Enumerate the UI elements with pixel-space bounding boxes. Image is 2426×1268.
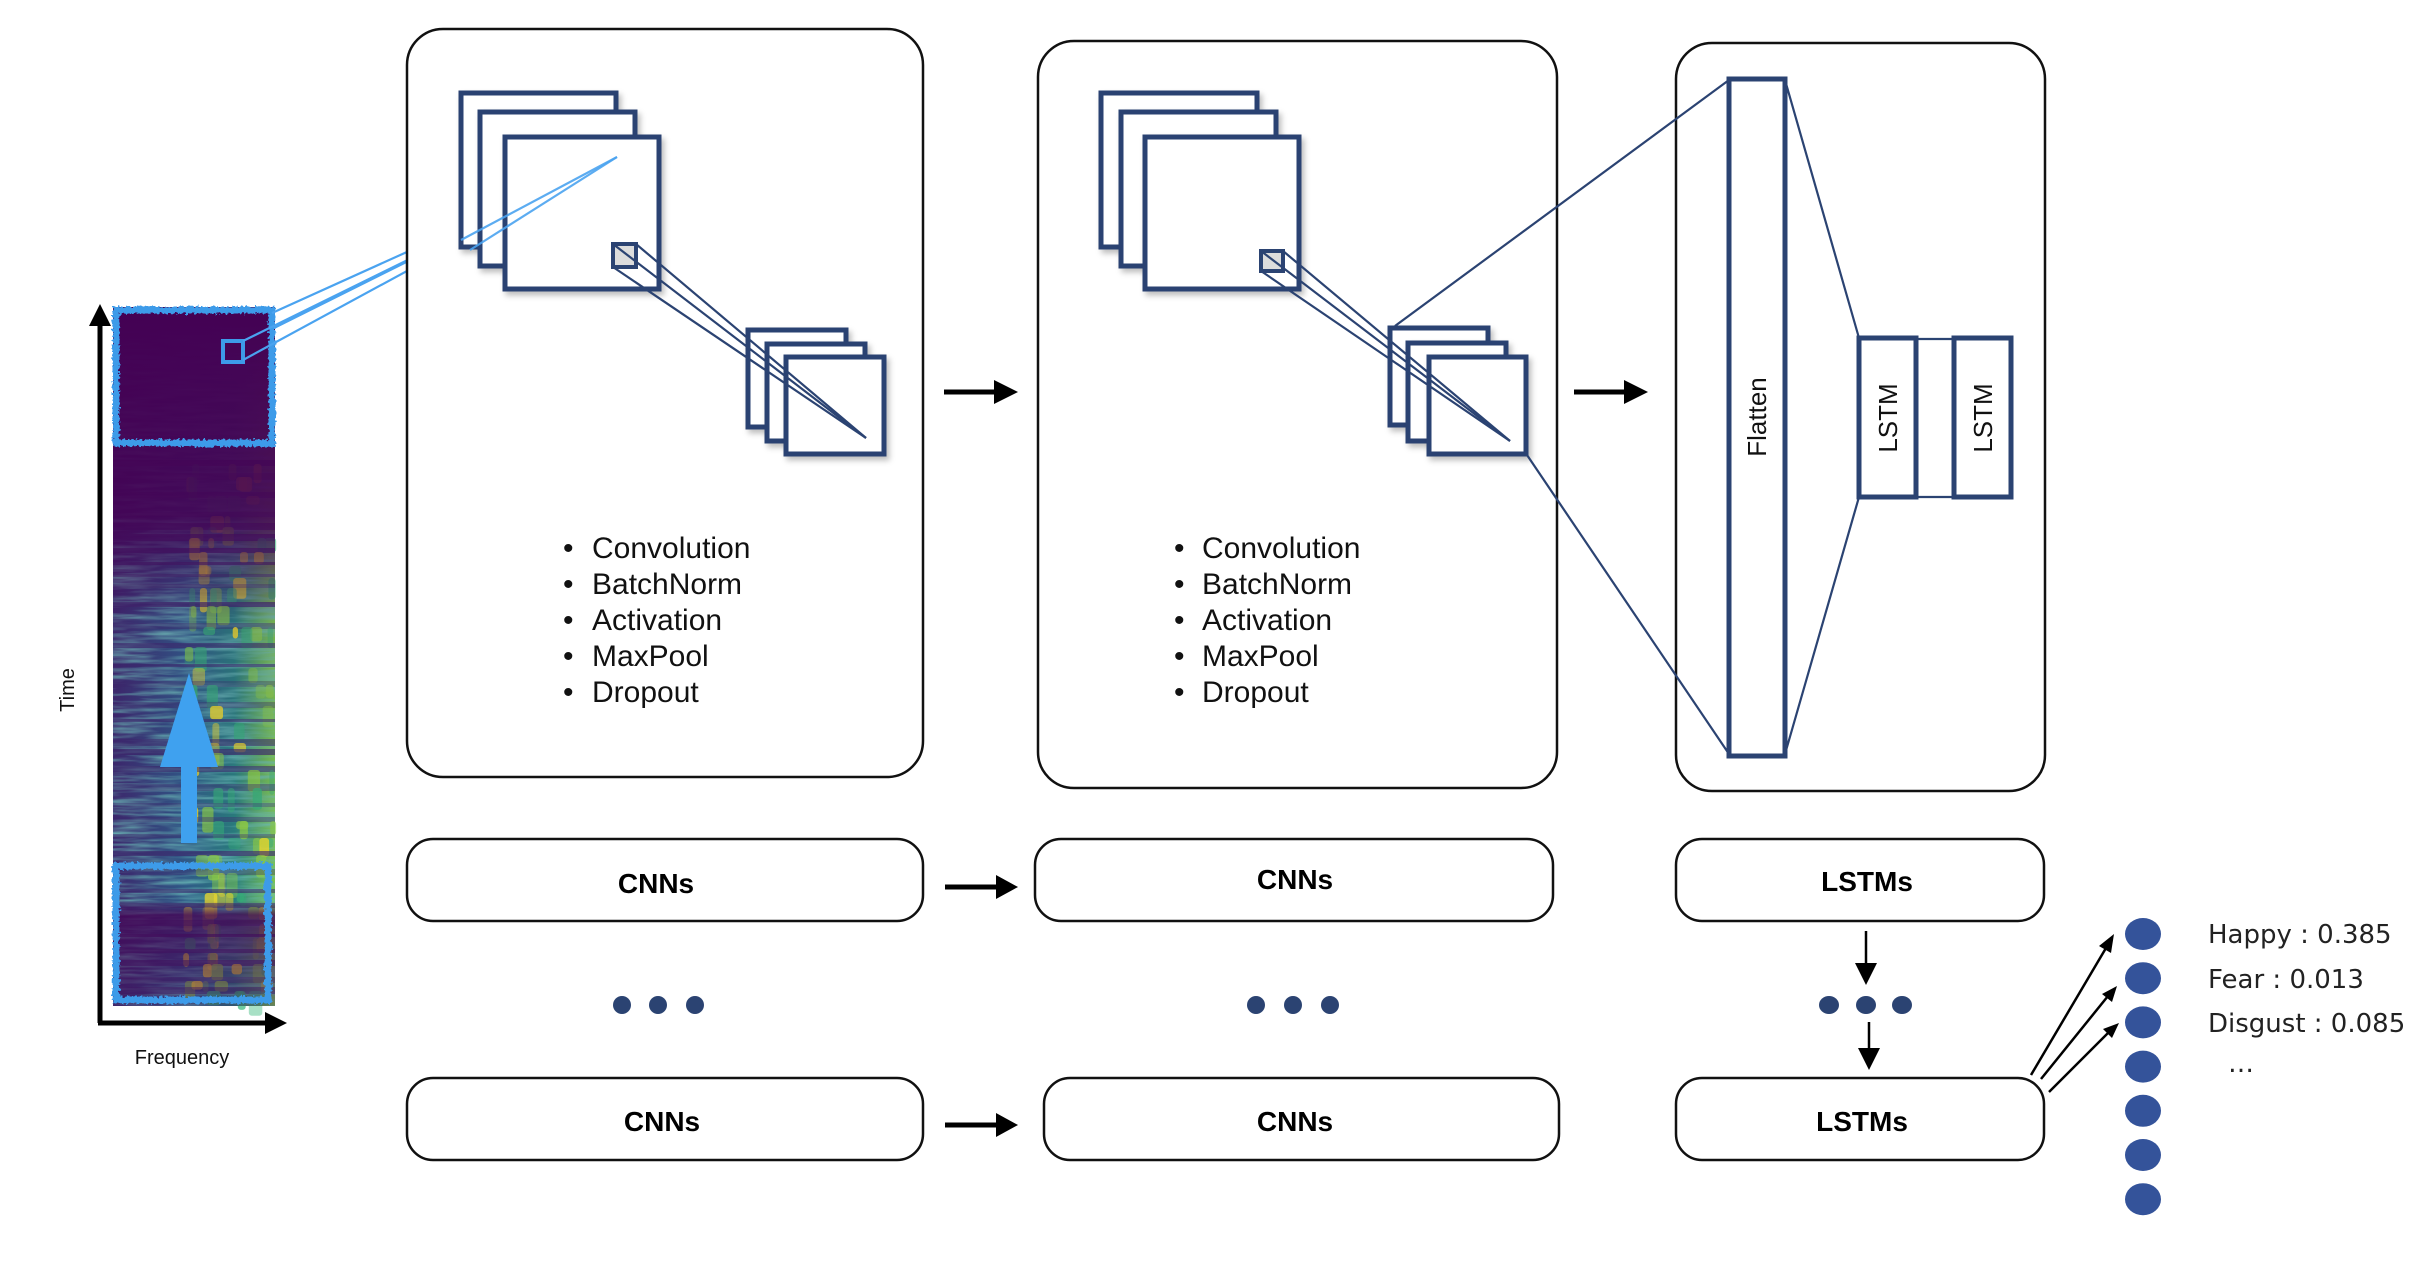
flatten-connector [1526,454,1730,755]
cnn-block-box [405,1076,925,1162]
lstm-panel: Flatten LSTM LSTM [1394,41,2047,793]
svg-text:•: • [1174,604,1185,637]
cnn-block-box [405,837,925,923]
lstm-block-box [1674,837,2046,923]
cnn-block-box [1033,837,1555,923]
svg-text:•: • [1174,640,1185,673]
cnn-block-label: CNNs [1257,864,1333,895]
output-neuron [2125,1094,2161,1127]
more-predictions: … [2228,1049,2254,1079]
frequency-axis-arrowhead [265,1012,287,1034]
frequency-axis [98,1012,287,1034]
frequency-axis-label: Frequency [135,1047,230,1069]
lstm-label: LSTM [1873,383,1903,452]
prediction-disgust: Disgust : 0.085 [2208,1009,2405,1039]
spectrogram-input: Time Frequency [57,304,287,1069]
operation-label: Activation [1202,604,1332,637]
svg-text:•: • [563,532,574,565]
lstm-label: LSTM [1968,383,1998,452]
timestep-row-first: CNNs CNNs LSTMs [405,837,2046,923]
lstm-block-label: LSTMs [1821,866,1913,897]
svg-text:•: • [563,640,574,673]
receptive-field-square [221,339,245,364]
svg-text:•: • [1174,532,1185,565]
pooled-feature-map [1426,354,1529,457]
flow-arrow-icon [945,1113,1018,1137]
flow-arrow-icon [944,380,1018,404]
lstm-layer-1 [1856,335,1919,500]
sliding-direction-arrow [160,673,218,843]
flatten-connector [1394,79,1730,327]
prediction-fear: Fear : 0.013 [2208,965,2364,995]
output-neuron [2125,1139,2161,1171]
output-neurons [2125,918,2161,1216]
svg-text:•: • [1174,676,1185,709]
cnn-block-label: CNNs [624,1106,700,1137]
flow-arrow-icon [945,875,1018,899]
lstm-block-box [1674,1076,2046,1162]
output-neuron [2125,918,2161,950]
cnn-panel-1-operations: • Convolution • BatchNorm • Activation •… [563,532,750,709]
window-highlight-top [112,306,276,447]
lstm-layer-2 [1951,335,2014,500]
output-neuron [2125,962,2161,995]
flatten-label: Flatten [1742,377,1772,457]
operation-label: Convolution [1202,532,1360,565]
operation-label: Dropout [1202,676,1309,709]
cnn-panel-2: • Convolution • BatchNorm • Activation •… [1036,39,1559,790]
flow-arrow-icon [1574,380,1648,404]
cnn-block-label: CNNs [1257,1106,1333,1137]
flatten-layer [1726,76,1788,759]
operation-label: BatchNorm [1202,568,1352,601]
window-highlight-bottom [112,862,272,1004]
ellipsis-dots [1819,996,1912,1014]
svg-text:•: • [563,568,574,601]
ellipsis-dots [1247,996,1339,1014]
svg-text:•: • [1174,568,1185,601]
output-neuron [2125,1183,2161,1216]
cnn-panel-2-operations: • Convolution • BatchNorm • Activation •… [1174,532,1360,709]
cnn-block-box [1042,1076,1561,1162]
cnn-panel-1: • Convolution • BatchNorm • Activation •… [405,27,925,779]
operation-label: MaxPool [592,640,709,673]
time-axis-label: Time [57,668,79,712]
operation-label: Activation [592,604,722,637]
timestep-row-last: CNNs CNNs LSTMs [405,1076,2046,1162]
time-axis [89,304,111,1023]
output-arrows [2029,934,2119,1093]
prediction-happy: Happy : 0.385 [2208,920,2392,950]
prediction-labels: Happy : 0.385 Fear : 0.013 Disgust : 0.0… [2208,920,2405,1079]
output-neuron [2125,1050,2161,1083]
operation-label: BatchNorm [592,568,742,601]
lstm-block-label: LSTMs [1816,1106,1908,1137]
svg-text:•: • [563,604,574,637]
pooled-feature-map [783,354,887,457]
output-neuron [2125,1006,2161,1039]
cnn-block-label: CNNs [618,868,694,899]
operation-label: MaxPool [1202,640,1319,673]
ellipsis-dots [613,996,704,1014]
down-arrow-icon [1855,931,1877,985]
svg-text:•: • [563,676,574,709]
down-arrow-icon [1858,1022,1880,1070]
spectrogram-shade [113,307,275,1006]
time-axis-arrowhead [89,304,111,326]
operation-label: Dropout [592,676,699,709]
operation-label: Convolution [592,532,750,565]
